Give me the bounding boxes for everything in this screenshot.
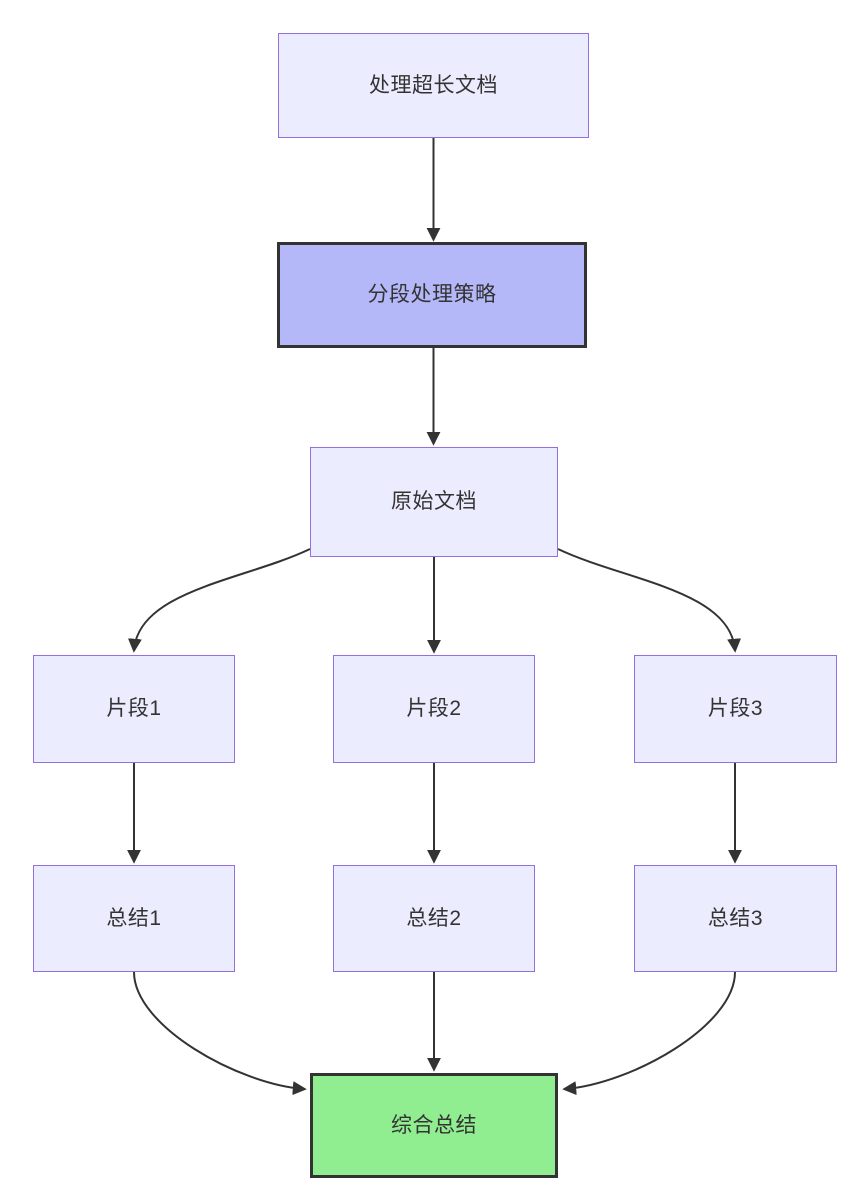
node-label: 总结3 (707, 906, 764, 930)
node-summary-2: 总结2 (333, 865, 535, 972)
node-combined-summary: 综合总结 (310, 1073, 558, 1178)
node-label: 片段3 (707, 697, 764, 721)
node-label: 总结2 (406, 906, 462, 930)
node-fragment-1: 片段1 (33, 655, 235, 763)
node-label: 分段处理策略 (367, 283, 497, 307)
node-summary-1: 总结1 (33, 865, 235, 972)
node-label: 处理超长文档 (369, 73, 498, 97)
node-summary-3: 总结3 (634, 865, 837, 972)
node-label: 总结1 (106, 906, 162, 930)
edge-original-to-fragment3 (557, 548, 742, 653)
edge-original-to-fragment1 (127, 548, 311, 653)
node-label: 片段1 (106, 697, 162, 721)
node-process-long-doc: 处理超长文档 (278, 33, 589, 138)
edge-summary1-to-combined (133, 971, 307, 1096)
node-label: 综合总结 (391, 1113, 477, 1137)
node-fragment-2: 片段2 (333, 655, 535, 763)
node-segmentation-strategy: 分段处理策略 (277, 242, 587, 348)
node-label: 原始文档 (391, 490, 477, 514)
node-fragment-3: 片段3 (634, 655, 837, 763)
node-label: 片段2 (406, 697, 462, 721)
node-original-doc: 原始文档 (310, 447, 558, 557)
edge-summary3-to-combined (562, 971, 736, 1096)
